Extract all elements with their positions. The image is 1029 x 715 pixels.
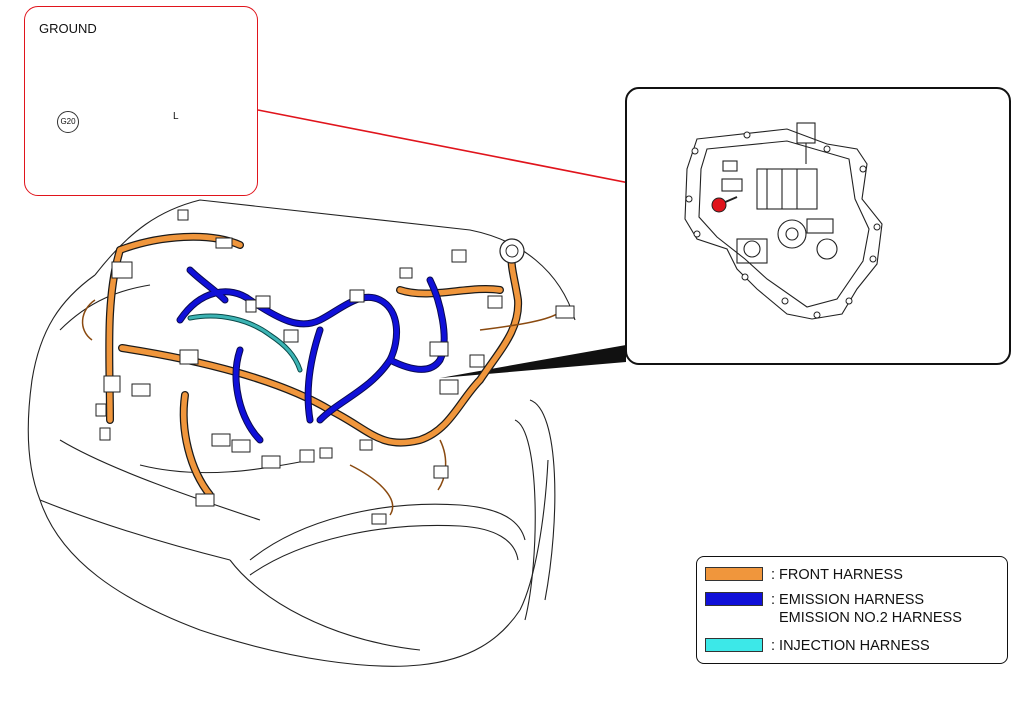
legend-item-injection: : INJECTION HARNESS — [705, 637, 930, 655]
ground-id-badge: G20 — [57, 111, 79, 133]
legend-swatch-front — [705, 567, 763, 581]
legend-label-front: : FRONT HARNESS — [771, 567, 903, 583]
transmission-housing-illustration — [684, 122, 883, 320]
emission-harness — [177, 267, 447, 443]
legend-swatch-emission — [705, 592, 763, 606]
ground-point-marker — [711, 197, 727, 213]
lead-label: L — [173, 111, 179, 122]
legend-label-emission: : EMISSION HARNESS — [771, 592, 925, 608]
legend-label-injection: : INJECTION HARNESS — [771, 638, 930, 654]
legend-label-emission-no2: EMISSION NO.2 HARNESS — [779, 610, 962, 626]
legend-item-emission: : EMISSION HARNESS EMISSION NO.2 HARNESS — [705, 591, 962, 627]
callout-title: GROUND — [39, 21, 97, 36]
car-outline — [27, 199, 576, 667]
legend: : FRONT HARNESS : EMISSION HARNESS EMISS… — [696, 556, 1008, 664]
legend-swatch-injection — [705, 638, 763, 652]
inset-pointer — [440, 345, 626, 378]
legend-item-front: : FRONT HARNESS — [705, 566, 903, 584]
inset-detail — [625, 87, 1011, 365]
ground-callout: GROUND G20 L — [24, 6, 258, 196]
connectors — [95, 209, 575, 525]
injection-harness — [188, 314, 302, 372]
